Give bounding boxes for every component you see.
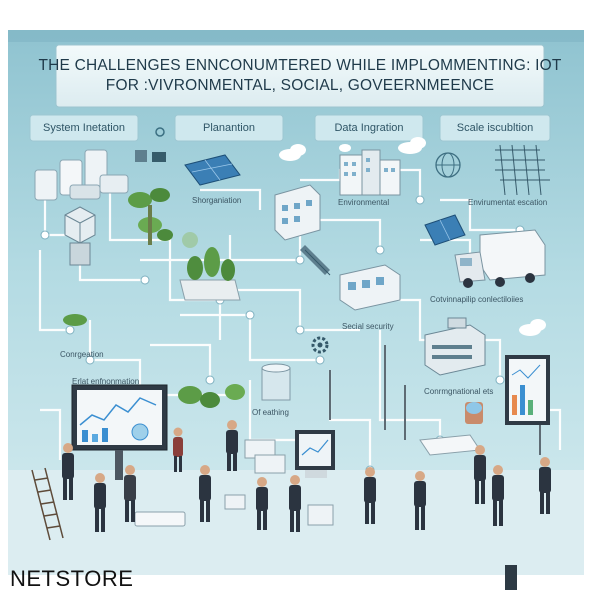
gear-icon xyxy=(311,336,329,354)
tab-planning: Planantion xyxy=(203,122,255,134)
monitor-screen xyxy=(295,430,335,478)
planter-box xyxy=(179,247,241,301)
keyboard-icon xyxy=(134,511,186,527)
sensor-poles xyxy=(329,345,541,455)
city-buildings-icon xyxy=(339,149,401,196)
brand-watermark: NETSTORE xyxy=(10,566,134,591)
dashboard-screen xyxy=(71,384,168,480)
person xyxy=(364,467,376,524)
stand-pole xyxy=(505,565,517,590)
person xyxy=(226,420,238,471)
label-erlat-environmation: Erlat enfnonmation xyxy=(72,377,140,386)
title-line-2: FOR :VIVRONMENTAL, SOCIAL, GOVEERNMEENCE xyxy=(105,77,495,94)
data-center-icon xyxy=(424,317,486,376)
tab-scale-resolution: Scale iscubltion xyxy=(456,122,534,134)
person xyxy=(289,475,301,532)
plant-icon xyxy=(128,188,198,248)
network-nodes xyxy=(40,195,525,475)
small-devices-icons xyxy=(135,127,166,162)
shrub-icon xyxy=(63,314,245,408)
lattice-structure xyxy=(495,144,550,196)
crates xyxy=(224,439,334,526)
person xyxy=(124,465,136,522)
label-secial-security: Secial security xyxy=(342,322,394,331)
cloud-icon xyxy=(279,137,546,336)
iot-cube-icon xyxy=(64,206,96,266)
label-of-earthing: Of eathing xyxy=(252,408,289,417)
factory-icon xyxy=(300,245,401,311)
infographic-title: THE CHALLENGES ENNCONUMTERED WHILE IMPLO… xyxy=(39,47,562,105)
tab-data xyxy=(314,114,424,142)
person xyxy=(256,477,268,530)
title-line-1: THE CHALLENGES ENNCONUMTERED WHILE IMPLO… xyxy=(38,57,562,74)
solar-panel-icon xyxy=(424,214,466,246)
right-display xyxy=(505,355,550,425)
person xyxy=(492,465,504,526)
tab-system-integration: System Inetation xyxy=(43,122,125,134)
storage-tank-icon xyxy=(261,363,291,401)
person xyxy=(199,465,211,522)
tab-planning xyxy=(174,114,284,142)
person xyxy=(414,471,426,530)
label-environmental-conditions: Cotvinnapilip conlectiloiies xyxy=(430,295,524,304)
tab-data-integration: Data Ingration xyxy=(334,122,404,134)
table-icon xyxy=(419,402,483,456)
solar-panel-icon xyxy=(184,154,241,186)
person xyxy=(173,427,183,472)
label-conrgeation: Conrgeation xyxy=(60,350,104,359)
label-shorganiation: Shorganiation xyxy=(192,196,242,205)
people-group xyxy=(62,420,551,532)
person xyxy=(62,443,74,500)
server-stack-icon xyxy=(34,149,129,201)
truck-icon xyxy=(454,229,546,288)
person xyxy=(539,457,551,514)
tab-system xyxy=(29,114,139,142)
person xyxy=(94,473,106,532)
tab-scale xyxy=(439,114,551,142)
label-envirumentat-escation: Envirumentat escation xyxy=(468,198,548,207)
label-environmental: Environmental xyxy=(338,198,390,207)
building-icon xyxy=(274,184,321,241)
title-bar xyxy=(55,44,545,108)
person xyxy=(474,445,486,504)
label-conrgration-etc: Conrmgnational ets xyxy=(424,387,494,396)
globe-icon xyxy=(435,152,461,178)
ladder-icon xyxy=(31,467,64,541)
